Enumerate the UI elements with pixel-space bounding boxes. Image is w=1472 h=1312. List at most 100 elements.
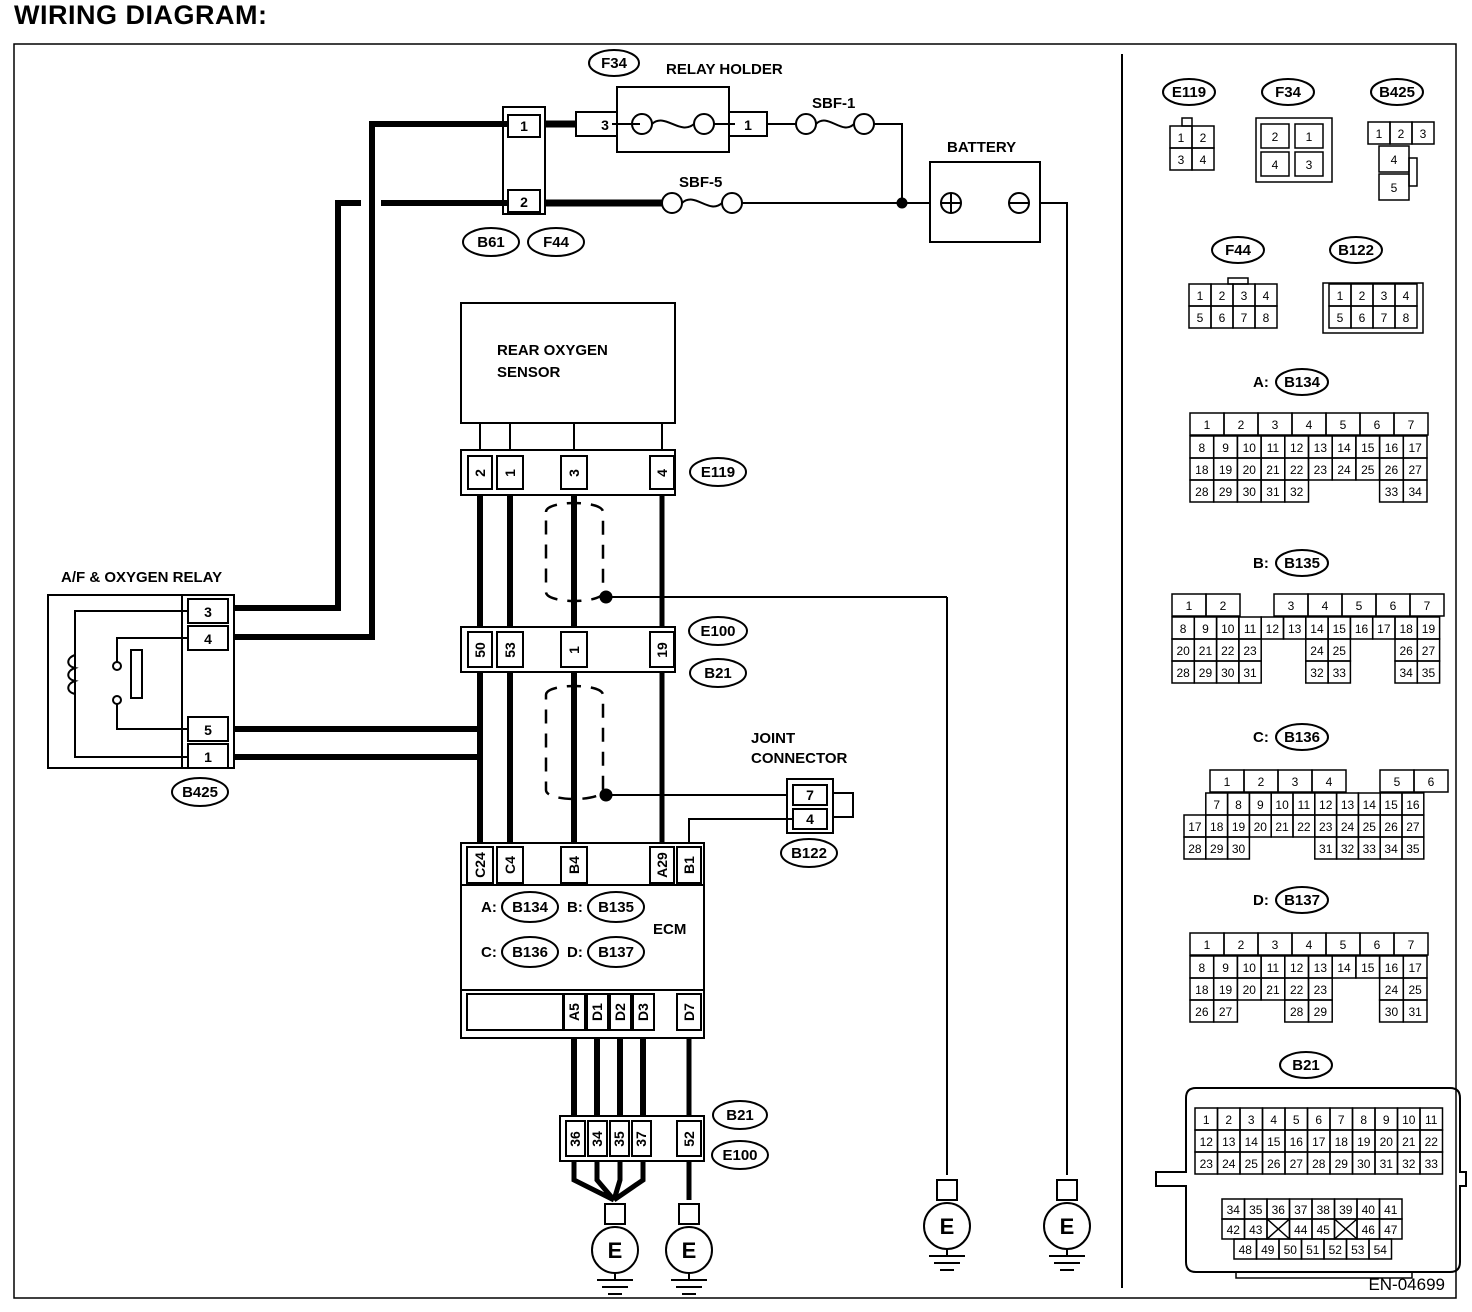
- ecm-pin-c24: C24: [472, 852, 488, 878]
- legend-b134-label: B134: [1284, 374, 1321, 391]
- legend-b137-pin-31: 31: [1408, 1005, 1422, 1019]
- legend-b134-pin-20: 20: [1243, 463, 1257, 477]
- legend-b136-pin-23: 23: [1319, 820, 1333, 834]
- legend-b122-pin-8: 8: [1403, 311, 1410, 325]
- legend-b137-pin-9: 9: [1222, 961, 1229, 975]
- legend-f34-pin-1: 1: [1306, 130, 1313, 144]
- legend-b21-pin-6: 6: [1315, 1113, 1322, 1127]
- legend-f44-pin-1: 1: [1197, 289, 1204, 303]
- ground-symbol-3: [923, 1179, 971, 1271]
- legend-b137-pin-22: 22: [1290, 983, 1304, 997]
- legend-b134-pin-8: 8: [1199, 441, 1206, 455]
- legend-b137-pin-24: 24: [1385, 983, 1399, 997]
- legend-b137-pin-7: 7: [1408, 938, 1415, 952]
- legend-e119-pin-1: 1: [1178, 131, 1185, 145]
- legend-b136-pin-9: 9: [1257, 798, 1264, 812]
- ecm-pin-b4: B4: [566, 856, 582, 874]
- legend-b134-pin-17: 17: [1408, 441, 1422, 455]
- legend-b137-pin-18: 18: [1195, 983, 1209, 997]
- legend-f44-pin-6: 6: [1219, 311, 1226, 325]
- joint-connector-label-1: JOINT: [751, 730, 795, 747]
- legend-b134-pin-29: 29: [1219, 485, 1233, 499]
- ground-symbol-1: [591, 1203, 639, 1295]
- legend-b137-pin-17: 17: [1408, 961, 1422, 975]
- legend-b135-pin-32: 32: [1310, 666, 1324, 680]
- legend-b134-pin-7: 7: [1408, 418, 1415, 432]
- ecm-c-prefix: C:: [481, 944, 497, 961]
- joint-pin-4: 4: [806, 811, 814, 827]
- legend-f34-label: F34: [1275, 84, 1302, 101]
- legend-b136-pin-25: 25: [1363, 820, 1377, 834]
- legend-b136-pin-5: 5: [1394, 775, 1401, 789]
- legend-b135-pin-19: 19: [1422, 622, 1436, 636]
- legend-b134-pin-16: 16: [1385, 441, 1399, 455]
- legend-b135-pin-3: 3: [1288, 599, 1295, 613]
- legend-b135-pin-5: 5: [1356, 599, 1363, 613]
- legend-b136-pin-19: 19: [1232, 820, 1246, 834]
- legend-b137-pin-12: 12: [1290, 961, 1304, 975]
- legend-b134-pin-15: 15: [1361, 441, 1375, 455]
- legend-b21-pin-20: 20: [1380, 1135, 1394, 1149]
- legend-b136-pin-34: 34: [1384, 842, 1398, 856]
- legend-b135-pin-14: 14: [1310, 622, 1324, 636]
- legend-b136-pin-18: 18: [1210, 820, 1224, 834]
- legend-b136-pin-26: 26: [1384, 820, 1398, 834]
- legend-f34-pin-2: 2: [1272, 130, 1279, 144]
- legend-b135-pin-24: 24: [1310, 644, 1324, 658]
- legend-b21-label: B21: [1292, 1057, 1320, 1074]
- connector-e100-label: E100: [700, 623, 735, 640]
- legend-b21-pin-1: 1: [1203, 1113, 1210, 1127]
- legend-b135-pin-1: 1: [1186, 599, 1193, 613]
- legend-b135-pin-17: 17: [1377, 622, 1391, 636]
- legend-b21-pin-45: 45: [1317, 1223, 1331, 1237]
- legend-b137-pin-23: 23: [1314, 983, 1328, 997]
- legend-b137-pin-8: 8: [1199, 961, 1206, 975]
- ecm-b134-label: B134: [512, 899, 549, 916]
- legend-b21-pin-14: 14: [1245, 1135, 1259, 1149]
- ecm-pin-d1: D1: [589, 1003, 605, 1021]
- legend-b136-pin-15: 15: [1384, 798, 1398, 812]
- legend-b136-pin-6: 6: [1428, 775, 1435, 789]
- legend-b135-pin-34: 34: [1399, 666, 1413, 680]
- legend-b21-pin-15: 15: [1267, 1135, 1281, 1149]
- rear-oxygen-sensor-label-1: REAR OXYGEN: [497, 342, 608, 359]
- legend-b425-pin-3: 3: [1420, 127, 1427, 141]
- ground-symbol-4: [1043, 1179, 1091, 1271]
- f44-pin-1: 1: [520, 118, 528, 134]
- legend-b135-pin-33: 33: [1333, 666, 1347, 680]
- legend-b136-pin-3: 3: [1292, 775, 1299, 789]
- legend-b136-pin-1: 1: [1224, 775, 1231, 789]
- b21-pin-37: 37: [633, 1131, 649, 1147]
- b21-pin-34: 34: [589, 1131, 605, 1147]
- legend-b136-pin-28: 28: [1188, 842, 1202, 856]
- legend-b136-pin-11: 11: [1298, 798, 1311, 812]
- legend-b137-pin-28: 28: [1290, 1005, 1304, 1019]
- legend-b136-pin-17: 17: [1188, 820, 1202, 834]
- legend-b135-pin-21: 21: [1199, 644, 1213, 658]
- legend-b21-pin-17: 17: [1312, 1135, 1326, 1149]
- legend-b134-pin-28: 28: [1195, 485, 1209, 499]
- relay-pin-3: 3: [204, 604, 212, 620]
- legend-b135-pin-2: 2: [1220, 599, 1227, 613]
- legend-b136-pin-12: 12: [1319, 798, 1333, 812]
- legend-b122-pin-7: 7: [1381, 311, 1388, 325]
- relay-pin-5: 5: [204, 722, 212, 738]
- diagram-frame: [13, 43, 1457, 1299]
- ecm-label: ECM: [653, 921, 686, 938]
- legend-b21-pin-28: 28: [1312, 1157, 1326, 1171]
- e119-pin-4: 4: [654, 469, 670, 477]
- legend-b135-pin-25: 25: [1333, 644, 1347, 658]
- legend-b21-pin-4: 4: [1270, 1113, 1277, 1127]
- rear-oxygen-sensor-label-2: SENSOR: [497, 364, 561, 381]
- legend-a-prefix: A:: [1253, 374, 1269, 391]
- relay-pin-1: 1: [204, 749, 212, 765]
- f44-connector-block: [502, 106, 546, 215]
- legend-b21-pin-31: 31: [1380, 1157, 1394, 1171]
- legend-b21-pin-16: 16: [1290, 1135, 1304, 1149]
- ecm-pin-c4: C4: [502, 856, 518, 874]
- legend-b425-pin-2: 2: [1398, 127, 1405, 141]
- legend-b21-pin-13: 13: [1222, 1135, 1236, 1149]
- ground-label-2: E: [682, 1238, 697, 1263]
- legend-b134-pin-11: 11: [1267, 441, 1280, 455]
- e100-pin-19: 19: [654, 642, 670, 658]
